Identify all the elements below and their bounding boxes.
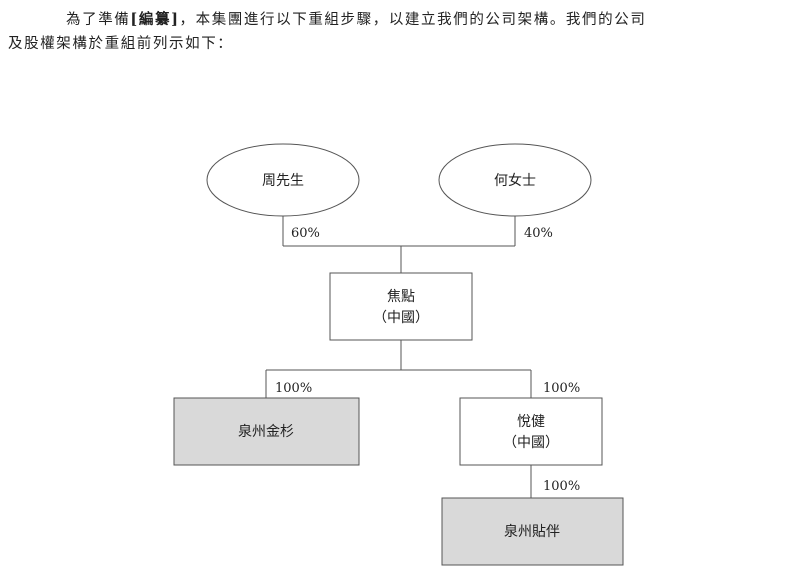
mr-zhou-ellipse [206, 143, 360, 217]
intro-line-1-end: ，本集團進行以下重組步驟，以建立我們的公司架構。我們的公司 [179, 12, 647, 28]
company-quanzhou-tieban: 泉州貼伴 [441, 497, 624, 566]
redacted-marker: [編纂] [130, 11, 180, 28]
shareholder-mr-zhou: 周先生 [206, 143, 360, 217]
quanzhou-jinshan-label: 泉州金杉 [238, 423, 294, 440]
ms-he-ellipse [438, 143, 592, 217]
connector-lines [265, 216, 532, 498]
jiaodian-box [329, 272, 473, 341]
yuejian-share-pct: 100% [543, 381, 580, 396]
quanzhou-jinshan-box [173, 397, 360, 466]
shareholder-ms-he: 何女士 [438, 143, 592, 217]
company-quanzhou-jinshan: 泉州金杉 [173, 397, 360, 466]
jinshan-share-pct: 100% [275, 381, 312, 396]
he-share-pct: 40% [524, 226, 553, 241]
quanzhou-tieban-box [441, 497, 624, 566]
yuejian-subtitle: （中國） [503, 435, 559, 451]
tieban-share-pct: 100% [543, 479, 580, 494]
jiaodian-subtitle: （中國） [373, 310, 429, 326]
yuejian-box [459, 397, 603, 466]
intro-line-1-start: 為了準備 [66, 12, 131, 28]
company-yuejian: 悅健 （中國） [459, 397, 603, 466]
quanzhou-tieban-label: 泉州貼伴 [504, 523, 560, 540]
intro-paragraph: 為了準備[編纂]，本集團進行以下重組步驟，以建立我們的公司架構。我們的公司 及股… [8, 8, 783, 56]
mr-zhou-label: 周先生 [262, 173, 304, 189]
intro-line-2: 及股權架構於重組前列示如下： [8, 36, 234, 52]
yuejian-name: 悅健 [517, 414, 545, 430]
zhou-share-pct: 60% [291, 226, 320, 241]
jiaodian-name: 焦點 [387, 289, 415, 305]
company-jiaodian: 焦點 （中國） [329, 272, 473, 341]
intro-line-1: 為了準備[編纂]，本集團進行以下重組步驟，以建立我們的公司架構。我們的公司 [8, 8, 783, 32]
ms-he-label: 何女士 [494, 172, 536, 189]
